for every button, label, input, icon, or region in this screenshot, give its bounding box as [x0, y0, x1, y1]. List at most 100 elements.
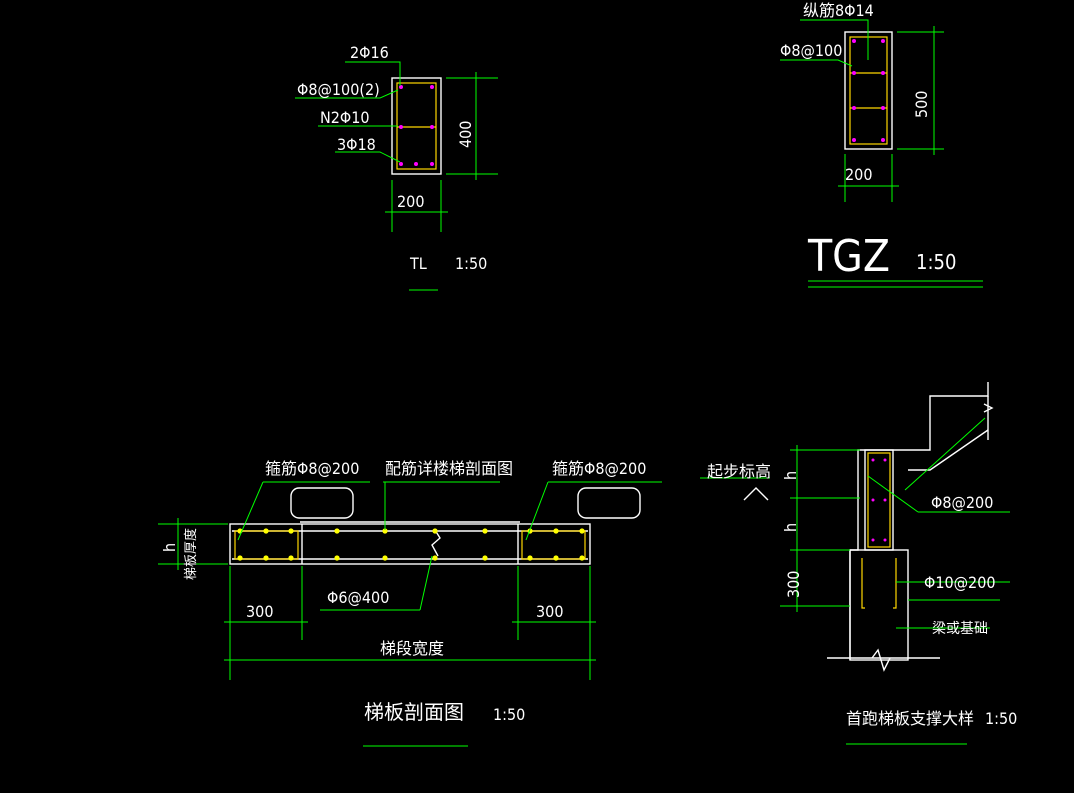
- tgz-bar: [852, 71, 856, 75]
- support-h2: h: [781, 523, 800, 532]
- support-start-elevation: 起步标高: [707, 462, 771, 481]
- tgz-leader: [800, 19, 869, 60]
- slab-rebar-dot: [263, 555, 269, 561]
- support-ground-break: [871, 648, 891, 672]
- support-bar: [871, 498, 875, 502]
- support-stair-soffit: [908, 429, 989, 471]
- tl-scale: 1:50: [455, 254, 487, 273]
- slab-thickness-label: 梯板厚度: [183, 528, 199, 580]
- stair-rise-right: [577, 487, 641, 519]
- support-depth: 300: [784, 571, 803, 598]
- slab-rebar-dot: [482, 555, 488, 561]
- slab-rebar-dot: [288, 555, 294, 561]
- tl-section: 2Φ16 Φ8@100(2) N2Φ10 3Φ18 400 200 TL 1:5…: [295, 43, 498, 291]
- tl-stirrup: [396, 82, 437, 170]
- slab-rebar-note: 配筋详楼梯剖面图: [385, 459, 513, 478]
- tl-bar: [430, 85, 434, 89]
- tl-leader: [295, 89, 399, 99]
- slab-leader: [419, 555, 433, 611]
- support-detail: 起步标高 h h 300 Φ8@200 Φ10@200 梁或基础 首跑梯板支撑大…: [700, 382, 1017, 745]
- slab-rebar-dot: [263, 528, 269, 534]
- tl-leader: [335, 151, 401, 163]
- slab-rebar-dot: [382, 528, 388, 534]
- slab-stirrup-right: 箍筋Φ8@200: [552, 459, 646, 478]
- support-title: 首跑梯板支撑大样: [846, 709, 974, 728]
- slab-rebar-dot: [432, 555, 438, 561]
- slab-dots-bottom: [237, 555, 585, 561]
- tl-leader: [345, 61, 401, 86]
- slab-dist-bars: Φ6@400: [327, 588, 389, 607]
- slab-end-stirrup-right: [521, 530, 586, 560]
- support-bar: [871, 538, 875, 542]
- support-bar: [871, 458, 875, 462]
- support-foundation-label: 梁或基础: [932, 620, 988, 637]
- tgz-bar: [881, 39, 885, 43]
- slab-rebar-dot: [579, 555, 585, 561]
- slab-rebar-dot: [382, 555, 388, 561]
- support-break-mark: [983, 403, 994, 413]
- tgz-height: 500: [912, 91, 931, 118]
- slab-break-mark: [431, 529, 441, 557]
- slab-rebar-dot: [237, 555, 243, 561]
- slab-title: 梯板剖面图: [364, 700, 464, 724]
- slab-left-width: 300: [246, 602, 273, 621]
- slab-h: h: [160, 543, 179, 552]
- tl-title: TL: [409, 254, 427, 273]
- tl-width: 200: [397, 192, 424, 211]
- tgz-width: 200: [845, 165, 872, 184]
- slab-rebar-dot: [432, 528, 438, 534]
- support-h1: h: [781, 471, 800, 480]
- slab-rebar-dot: [288, 528, 294, 534]
- tgz-bar: [881, 138, 885, 142]
- support-foundation-bar: [861, 558, 865, 609]
- tl-bottom-bars: 3Φ18: [337, 135, 376, 154]
- tgz-scale: 1:50: [916, 250, 956, 274]
- slab-rebar-dot: [527, 555, 533, 561]
- tl-stirrup-label: Φ8@100(2): [297, 80, 380, 99]
- slab-rebar-dot: [482, 528, 488, 534]
- tgz-stirrup-label: Φ8@100: [780, 41, 842, 60]
- slab-stirrup-left: 箍筋Φ8@200: [265, 459, 359, 478]
- slab-end-stirrup-left: [234, 530, 299, 560]
- slab-rebar-dot: [553, 555, 559, 561]
- tl-bar: [399, 162, 403, 166]
- tgz-bar: [852, 138, 856, 142]
- tgz-bar: [881, 71, 885, 75]
- support-bar: [883, 498, 887, 502]
- tgz-bar: [852, 39, 856, 43]
- support-bar: [883, 538, 887, 542]
- slab-rebar-dot: [553, 528, 559, 534]
- stair-rise-left: [290, 487, 354, 519]
- support-leader: [867, 475, 919, 513]
- slab-dots-top: [237, 528, 585, 534]
- tgz-title: TGZ: [807, 231, 890, 282]
- support-column-stirrup: [867, 452, 891, 548]
- tgz-long-bars: 纵筋8Φ14: [803, 1, 874, 20]
- tgz-bar: [852, 106, 856, 110]
- support-leader: [904, 417, 986, 491]
- tl-bar: [430, 125, 434, 129]
- tl-top-bars: 2Φ16: [350, 43, 389, 62]
- support-bar: [883, 458, 887, 462]
- slab-leader: [525, 481, 549, 541]
- slab-outline: [229, 523, 591, 565]
- support-foundation: [849, 549, 909, 661]
- tl-bar: [430, 162, 434, 166]
- slab-leader: [237, 481, 264, 541]
- support-column: [864, 449, 894, 551]
- tl-bar: [414, 162, 418, 166]
- tgz-leader: [780, 59, 853, 67]
- support-foundation-bar: [893, 558, 897, 609]
- support-stirrup-upper: Φ8@200: [931, 493, 993, 512]
- tgz-bar: [881, 106, 885, 110]
- tl-height: 400: [456, 121, 475, 148]
- tgz-section: 纵筋8Φ14 Φ8@100 500 200 TGZ 1:50: [780, 1, 983, 288]
- slab-total-width: 梯段宽度: [380, 639, 444, 658]
- support-scale: 1:50: [985, 709, 1017, 728]
- slab-rebar-dot: [579, 528, 585, 534]
- slab-rebar-dot: [334, 528, 340, 534]
- support-elevation-mark: [743, 487, 769, 501]
- slab-right-width: 300: [536, 602, 563, 621]
- slab-section: 箍筋Φ8@200 配筋详楼梯剖面图 箍筋Φ8@200 Φ6@400 h 梯板厚度…: [158, 459, 662, 747]
